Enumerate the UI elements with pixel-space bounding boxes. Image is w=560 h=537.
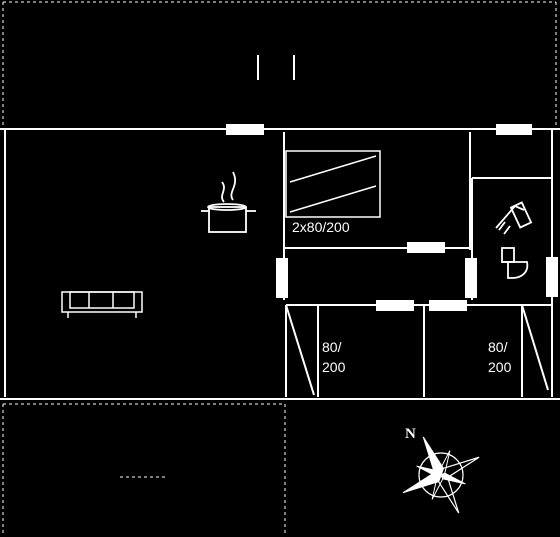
window [496, 124, 532, 135]
window [546, 257, 558, 297]
room-label-left-line2: 200 [322, 359, 346, 375]
shower-icon [495, 201, 533, 235]
door-opening [276, 258, 288, 298]
bunk-bed-icon [285, 150, 381, 218]
openings [226, 124, 558, 311]
room-label-bunk: 2x80/200 [292, 219, 350, 235]
top-terrace [2, 1, 557, 128]
compass-rose-icon [402, 436, 480, 514]
door-opening [376, 300, 414, 311]
terrace-marker [257, 55, 295, 80]
steaming-pot-icon [201, 171, 256, 233]
toilet-icon [501, 247, 529, 279]
door-opening [429, 300, 467, 311]
room-label-right-line1: 80/ [488, 339, 508, 355]
room-label-left-line1: 80/ [322, 339, 342, 355]
window [226, 124, 264, 135]
sofa-icon [61, 291, 143, 318]
room-label-right-line2: 200 [488, 359, 512, 375]
door-opening [465, 258, 477, 298]
compass-north-label: N [405, 426, 416, 442]
door-opening [407, 242, 445, 253]
bottom-terrace [2, 403, 286, 535]
